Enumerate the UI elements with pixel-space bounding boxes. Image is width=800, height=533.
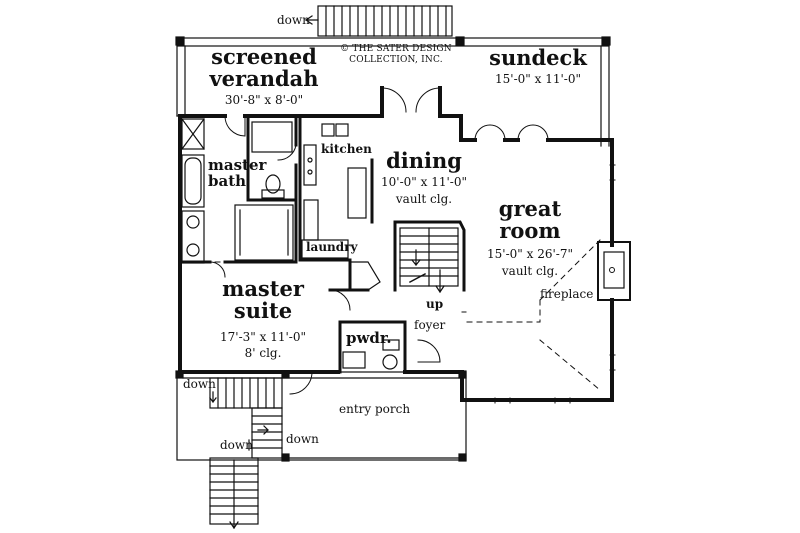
entry-porch — [175, 370, 467, 462]
powder-fixtures — [342, 339, 400, 370]
bath-fixtures — [181, 118, 294, 264]
screened-verandah-name-line2: verandah — [209, 66, 319, 91]
master-suite-ceiling: 8' clg. — [244, 346, 282, 360]
great-room-title: great room — [499, 198, 561, 242]
interior-walls — [178, 114, 466, 374]
master-suite-name-line2: suite — [233, 298, 293, 323]
sundeck-dims: 15'-0" x 11'-0" — [495, 72, 581, 86]
screened-verandah-dims: 30'-8" x 8'-0" — [224, 93, 304, 107]
foyer-label: foyer — [414, 318, 446, 332]
great-room-name-line1: great — [498, 196, 562, 221]
master-bath-name-line1: master — [208, 156, 267, 174]
copyright-line-2: COLLECTION, INC. — [349, 55, 443, 65]
copyright-line-1: © THE SATER DESIGN — [340, 44, 452, 54]
master-suite-name-line1: master — [222, 276, 304, 301]
interior-stair — [399, 227, 459, 294]
dining-dims: 10'-0" x 11'-0" — [381, 175, 467, 189]
stair-down-label-porch-bottom: down — [220, 438, 253, 452]
master-suite-title: master suite — [222, 278, 304, 322]
master-suite-dims: 17'-3" x 11'-0" — [220, 330, 306, 344]
copyright-notice: © THE SATER DESIGN COLLECTION, INC. — [340, 44, 452, 66]
porch-stairs — [209, 377, 283, 530]
screened-verandah-title: screened verandah — [209, 46, 318, 90]
entry-porch-label: entry porch — [339, 402, 411, 416]
verandah-railing — [175, 36, 611, 147]
stair-up-label: up — [426, 297, 444, 311]
master-bath-name-line2: bath — [208, 172, 247, 190]
sundeck-title: sundeck — [489, 45, 587, 70]
stair-down-label-porch-left: down — [183, 377, 216, 391]
kitchen-title: kitchen — [321, 142, 372, 156]
dining-ceiling: vault clg. — [395, 192, 453, 206]
doors — [209, 87, 549, 395]
fireplace-label: fireplace — [540, 287, 594, 301]
dashed-lines — [184, 239, 601, 391]
powder-room-title: pwdr. — [346, 329, 392, 347]
stair-down-label-top: down — [277, 13, 310, 27]
screened-verandah-name-line1: screened — [211, 44, 317, 69]
great-room-dims: 15'-0" x 26'-7" — [487, 247, 573, 261]
windows — [461, 164, 616, 404]
dining-title: dining — [386, 148, 462, 173]
laundry-title: laundry — [306, 240, 358, 254]
master-bath-title: master bath — [208, 157, 266, 189]
great-room-ceiling: vault clg. — [501, 264, 559, 278]
laundry-fixtures — [301, 239, 381, 291]
great-room-name-line2: room — [499, 218, 561, 243]
fireplace-box — [597, 241, 631, 301]
top-stair — [305, 5, 453, 37]
stair-down-label-porch-right: down — [286, 432, 319, 446]
